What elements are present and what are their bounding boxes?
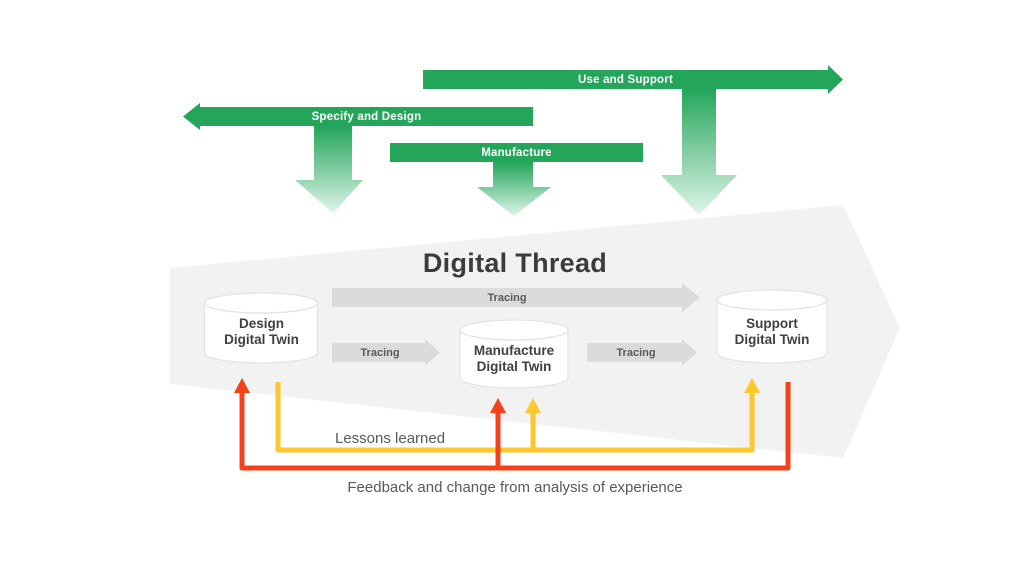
tracing-long-label: Tracing (487, 291, 527, 304)
tracing-right-arrow (587, 339, 697, 366)
tracing-left-arrow (332, 339, 440, 366)
support-twin-cylinder-body (716, 300, 828, 364)
manufacture-twin-cylinder-body (459, 330, 569, 389)
lessons-arrowhead-manufacture (525, 398, 541, 413)
manufacture-twin-cylinder-top (459, 319, 569, 341)
design-twin-cylinder (203, 292, 319, 364)
use-down-arrow (661, 88, 737, 215)
use-and-support-bar (423, 65, 843, 94)
manufacture-bar (390, 143, 643, 162)
manufacture-twin-cylinder (459, 319, 569, 389)
feedback-change-label: Feedback and change from analysis of exp… (347, 479, 683, 496)
manufacture-down-arrow (477, 162, 551, 216)
feedback-arrowhead-design (234, 378, 250, 393)
specify-and-design-bar (183, 103, 533, 130)
manufacture-bar-label: Manufacture (481, 146, 552, 159)
tracing-left-label: Tracing (360, 346, 400, 359)
feedback-arrowhead-manufacture (490, 398, 506, 413)
design-twin-label: Design Digital Twin (224, 316, 299, 347)
tracing-long-arrow (332, 283, 700, 312)
digital-thread-title: Digital Thread (422, 247, 608, 278)
lessons-learned-line (275, 378, 760, 453)
support-twin-cylinder-top (716, 289, 828, 311)
manufacture-twin-label: Manufacture Digital Twin (473, 343, 555, 374)
support-twin-cylinder (716, 289, 828, 364)
tracing-right-label: Tracing (616, 346, 656, 359)
specify-and-design-label: Specify and Design (311, 110, 422, 123)
design-twin-cylinder-body (203, 303, 319, 364)
specify-down-arrow (295, 126, 363, 213)
feedback-line (234, 378, 791, 471)
feedback-path (239, 382, 791, 471)
design-twin-cylinder-top (203, 292, 319, 314)
lessons-learned-path (275, 382, 755, 453)
lessons-arrowhead-support (744, 378, 760, 393)
use-and-support-label: Use and Support (577, 73, 673, 86)
lessons-learned-label: Lessons learned (335, 430, 446, 447)
support-twin-label: Support Digital Twin (734, 316, 810, 347)
